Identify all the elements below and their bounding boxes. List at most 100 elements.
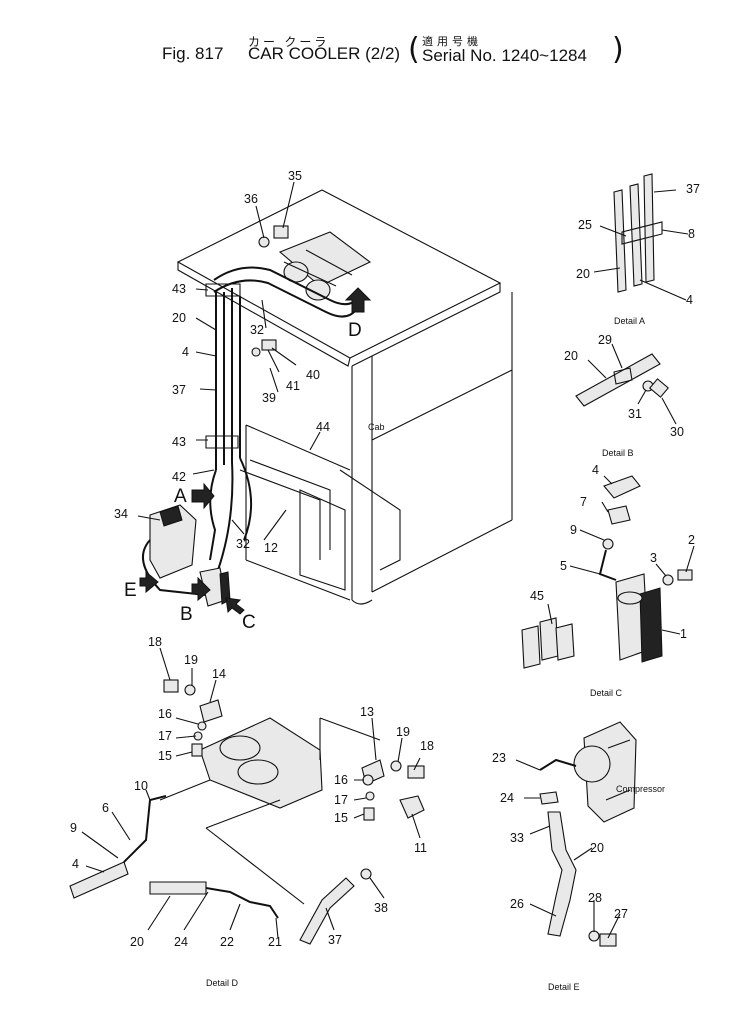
detail-c: 4 7 9 5 3 2 45 1 Detail C [521, 463, 695, 698]
close-paren: ) [612, 32, 624, 67]
detail-b-callout-30: 30 [670, 425, 684, 439]
detail-a-title: Detail A [614, 316, 645, 326]
detail-e-title: Detail E [548, 982, 580, 992]
detail-d-callout-10: 10 [134, 779, 148, 793]
arrow-label-b: B [180, 604, 193, 625]
arrow-label-c: C [242, 612, 256, 633]
detail-c-callout-5: 5 [560, 559, 567, 573]
detail-e-callout-33: 33 [510, 831, 524, 845]
arrow-d-icon [344, 287, 372, 313]
detail-d-callout-17b: 17 [334, 793, 348, 807]
arrow-label-a: A [174, 486, 187, 507]
detail-d-callout-20: 20 [130, 935, 144, 949]
detail-d-callout-37: 37 [328, 933, 342, 947]
callout-32b: 32 [236, 537, 250, 551]
callout-43: 43 [172, 282, 186, 296]
callout-41: 41 [286, 379, 300, 393]
detail-d-callout-4: 4 [72, 857, 79, 871]
detail-d-callout-13: 13 [360, 705, 374, 719]
detail-a-callout-4: 4 [686, 293, 693, 307]
detail-d-callout-6: 6 [102, 801, 109, 815]
detail-c-callout-9: 9 [570, 523, 577, 537]
detail-b-callout-20: 20 [564, 349, 578, 363]
cab-door-panel [245, 424, 351, 601]
detail-e-callout-27: 27 [614, 907, 628, 921]
detail-c-callout-1: 1 [680, 627, 687, 641]
callout-39: 39 [262, 391, 276, 405]
callout-32: 32 [250, 323, 264, 337]
detail-c-callout-2: 2 [688, 533, 695, 547]
detail-d-callout-11: 11 [414, 841, 427, 855]
detail-d-callout-9: 9 [70, 821, 77, 835]
detail-b-callout-31: 31 [628, 407, 642, 421]
detail-c-title: Detail C [590, 688, 623, 698]
detail-d-callout-38: 38 [374, 901, 388, 915]
cab-roof [176, 189, 502, 367]
callout-43b: 43 [172, 435, 186, 449]
lower-tube-12 [239, 459, 331, 560]
detail-e-callout-28: 28 [588, 891, 602, 905]
cooler-unit-top [278, 231, 372, 301]
arrow-label-e: E [124, 580, 137, 601]
callout-4: 4 [182, 345, 189, 359]
detail-e: 23 24 33 20 26 28 27 Compressor Detail E [492, 721, 665, 992]
detail-d-callout-19: 19 [184, 653, 198, 667]
washer-36 [258, 236, 270, 248]
detail-c-callout-45: 45 [530, 589, 544, 603]
detail-d-callout-15b: 15 [334, 811, 348, 825]
detail-a-callout-20: 20 [576, 267, 590, 281]
detail-a-callout-25: 25 [578, 218, 592, 232]
detail-d-callout-18: 18 [148, 635, 162, 649]
detail-a-callout-8: 8 [688, 227, 695, 241]
hose-clamp-lower [205, 435, 239, 449]
cab-frame [351, 292, 513, 605]
arrow-c-icon [225, 597, 245, 615]
detail-a-callout-37: 37 [686, 182, 700, 196]
hose-bundle-vertical [215, 288, 241, 470]
detail-d-callout-14: 14 [212, 667, 226, 681]
detail-d-callout-16: 16 [158, 707, 172, 721]
main-view: 35 36 43 20 4 37 32 41 40 39 43 42 44 34… [114, 169, 513, 633]
compressor-label: Compressor [616, 784, 665, 794]
washer-41 [251, 347, 261, 357]
figure-number: Fig. 817 [162, 44, 224, 63]
open-paren: ( [408, 32, 420, 67]
detail-d-callout-24: 24 [174, 935, 188, 949]
detail-e-callout-26: 26 [510, 897, 524, 911]
detail-d-title: Detail D [206, 978, 239, 988]
detail-d-callout-16b: 16 [334, 773, 348, 787]
arrow-b-icon [191, 576, 211, 602]
callout-37: 37 [172, 383, 186, 397]
arrow-e-icon [139, 570, 159, 594]
callout-12: 12 [264, 541, 278, 555]
detail-b: 20 29 31 30 Detail B [564, 333, 684, 458]
callout-36: 36 [244, 192, 258, 206]
callout-20: 20 [172, 311, 186, 325]
detail-c-callout-7: 7 [580, 495, 587, 509]
bolt-35 [273, 225, 289, 239]
cab-rear-wall [339, 469, 401, 571]
compressor-main [141, 504, 207, 596]
serial-japanese: 適用号機 [422, 36, 482, 48]
detail-e-callout-20: 20 [590, 841, 604, 855]
title-japanese: カー クーラ [248, 35, 330, 49]
callout-40: 40 [306, 368, 320, 382]
callout-35: 35 [288, 169, 302, 183]
callout-44: 44 [316, 420, 330, 434]
hose-to-compressor [209, 457, 253, 571]
hose-clamp-upper [205, 283, 241, 297]
detail-d: 18 19 14 16 17 15 13 19 18 16 17 15 11 1… [69, 635, 434, 988]
callout-42: 42 [172, 470, 186, 484]
detail-a: 37 25 8 20 4 Detail A [576, 173, 700, 326]
detail-d-callout-17: 17 [158, 729, 172, 743]
detail-e-callout-24: 24 [500, 791, 514, 805]
main-leaders [137, 181, 321, 541]
detail-b-title: Detail B [602, 448, 634, 458]
callout-34: 34 [114, 507, 128, 521]
detail-b-callout-29: 29 [598, 333, 612, 347]
cab-label: Cab [368, 422, 385, 432]
detail-d-callout-22: 22 [220, 935, 234, 949]
arrow-a-icon [191, 482, 215, 510]
serial-range: Serial No. 1240~1284 [422, 46, 587, 65]
